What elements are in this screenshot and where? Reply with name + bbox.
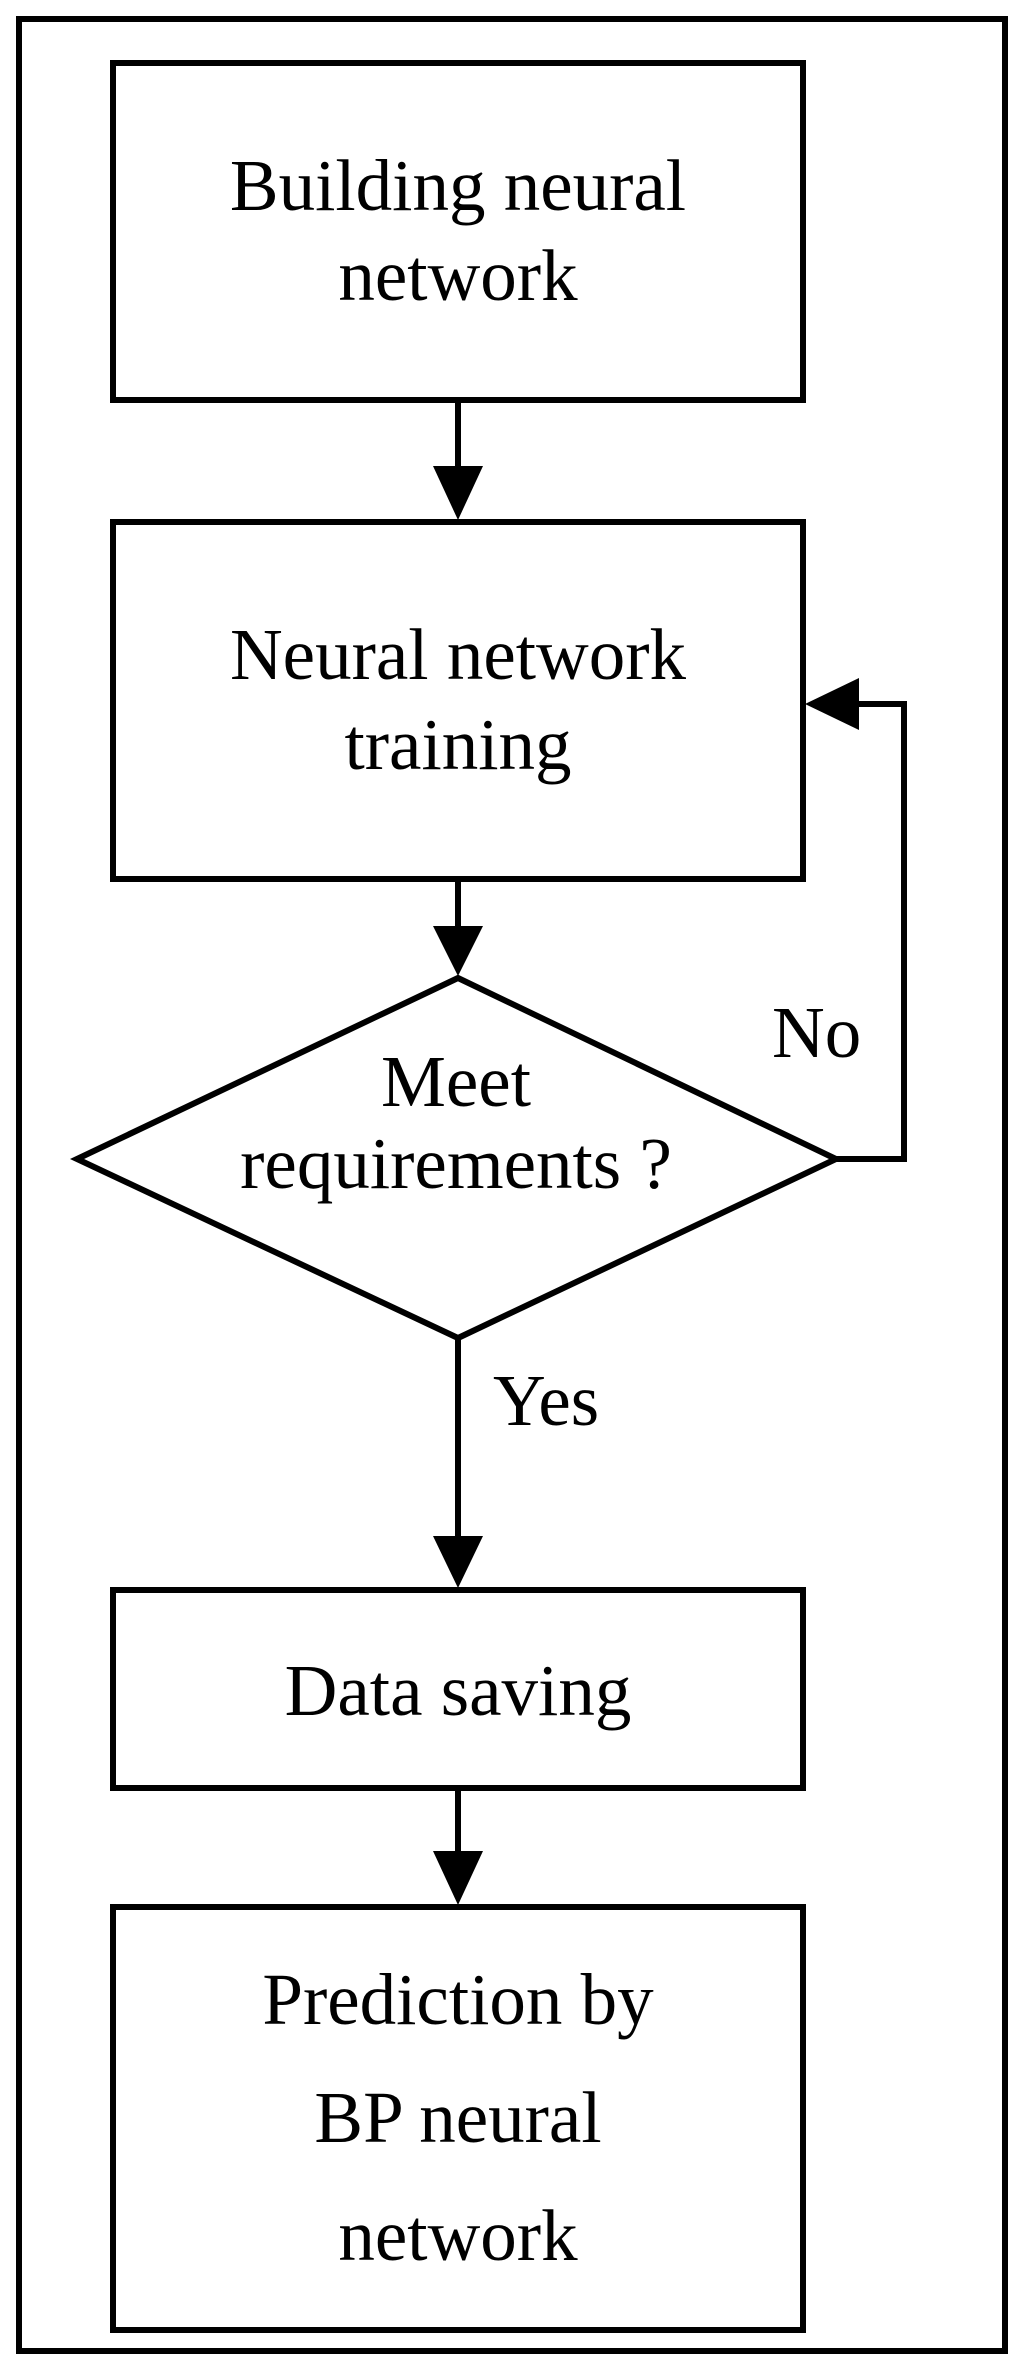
no-edge-label: No — [772, 992, 862, 1073]
build-label-line-2: network — [338, 235, 578, 316]
connector-save-predict-arrowhead — [433, 1851, 483, 1905]
yes-edge-label: Yes — [493, 1360, 600, 1441]
predict-label-line-1: Prediction by — [262, 1959, 654, 2040]
decision-label-line-1: Meet — [381, 1041, 531, 1122]
connector-no-loop-line — [836, 701, 907, 1162]
train-label: Neural network training — [113, 610, 803, 790]
save-label: Data saving — [113, 1646, 803, 1736]
build-label: Building neural network — [113, 141, 803, 321]
outer-frame — [16, 16, 1008, 2354]
connector-build-train-arrowhead — [433, 466, 483, 520]
train-label-line-1: Neural network — [229, 614, 687, 695]
connector-yes-arrowhead — [433, 1536, 483, 1588]
train-box — [110, 519, 806, 882]
train-label-line-2: training — [344, 704, 572, 785]
predict-label: Prediction by BP neural network — [113, 1941, 803, 2295]
save-box — [110, 1587, 806, 1791]
predict-label-line-2: BP neural — [314, 2077, 602, 2158]
save-label-line-1: Data saving — [284, 1650, 632, 1731]
connector-train-decision-arrowhead — [433, 926, 483, 976]
decision-label-line-2: requirements ? — [240, 1123, 672, 1204]
decision-label: Meet requirements ? — [150, 1041, 762, 1205]
predict-box — [110, 1904, 806, 2333]
connector-no-loop-arrowhead — [805, 678, 859, 730]
predict-label-line-3: network — [338, 2195, 578, 2276]
build-label-line-1: Building neural — [229, 145, 687, 226]
